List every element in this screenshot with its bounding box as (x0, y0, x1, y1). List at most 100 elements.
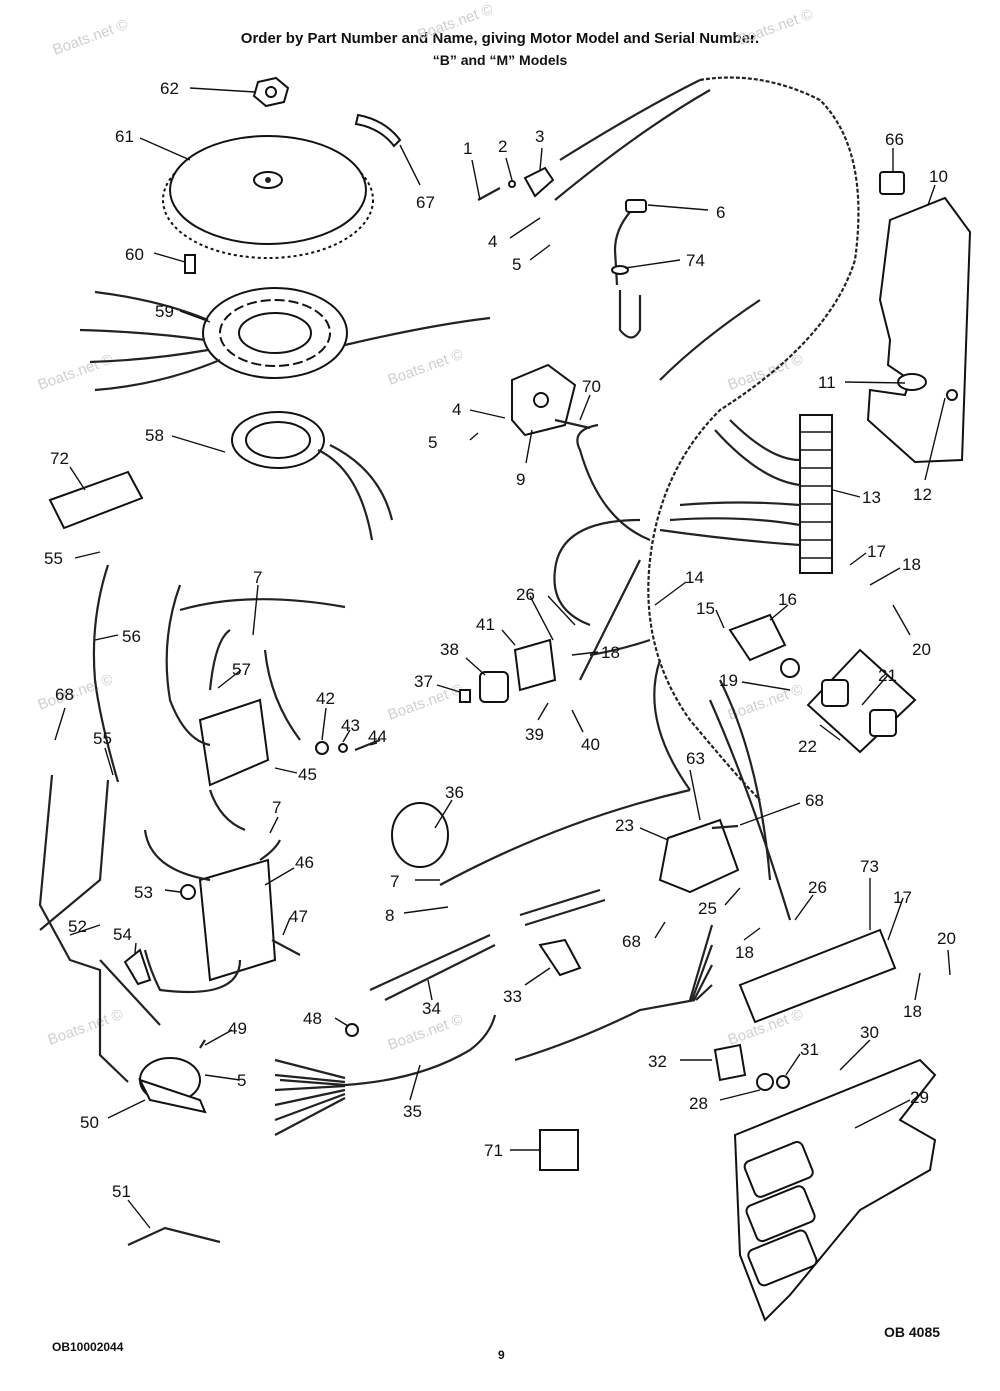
terminal-part (523, 166, 555, 198)
callout-label: 5 (428, 433, 437, 452)
wire-34 (369, 934, 491, 991)
terminal-strip-part (799, 414, 833, 574)
callout-label: 67 (416, 193, 435, 212)
callout-label: 63 (686, 749, 705, 768)
callout-label: 62 (160, 79, 179, 98)
wire-56 (92, 564, 120, 783)
mount-32-part (713, 1043, 747, 1082)
callout-label: 7 (390, 872, 399, 891)
callout-label: 11 (818, 373, 836, 392)
callout-label: 46 (295, 853, 314, 872)
bracket-part (866, 196, 972, 464)
callout-label: 55 (44, 549, 63, 568)
callout-label: 48 (303, 1009, 322, 1028)
callout-label: 52 (68, 917, 87, 936)
part-38 (479, 671, 509, 703)
callout-label: 40 (581, 735, 600, 754)
plate-part (806, 648, 917, 754)
callout-label: 26 (516, 585, 535, 604)
callout-label: 15 (696, 599, 715, 618)
callout-label: 68 (622, 932, 641, 951)
bracket-41-part (513, 638, 557, 692)
screw-part (184, 254, 196, 274)
footer-left-code: OB10002044 (52, 1340, 124, 1354)
key-switch-part (728, 613, 787, 662)
header-subtitle: “B” and “M” Models (432, 52, 568, 68)
callout-label: 71 (484, 1141, 503, 1160)
callout-label: 44 (368, 727, 387, 746)
callout-label: 36 (445, 783, 464, 802)
flywheel-part (162, 135, 374, 259)
callout-label: 17 (867, 542, 886, 561)
callout-label: 39 (525, 725, 544, 744)
callout-label: 26 (808, 878, 827, 897)
callout-label: 72 (50, 449, 69, 468)
screw-part (477, 187, 501, 201)
callout-label: 28 (689, 1094, 708, 1113)
callout-label: 9 (516, 470, 525, 489)
callout-label: 5 (512, 255, 521, 274)
wire-52 (38, 774, 129, 1083)
callout-label: 34 (422, 999, 441, 1018)
terminal-block-part (48, 470, 144, 530)
callout-label: 58 (145, 426, 164, 445)
callout-labels: 62 61 67 1 2 3 66 10 4 6 60 5 74 59 11 1… (44, 79, 956, 1201)
clip-part (879, 171, 905, 195)
watermark: Boats.net © (386, 346, 466, 389)
callout-label: 16 (778, 590, 797, 609)
callout-label: 43 (341, 716, 360, 735)
callout-label: 7 (253, 568, 262, 587)
callout-label: 18 (902, 555, 921, 574)
header-title: Order by Part Number and Name, giving Mo… (240, 30, 760, 47)
callout-label: 20 (937, 929, 956, 948)
wire-6 (613, 211, 631, 286)
callout-label: 19 (719, 671, 738, 690)
callout-label: 59 (155, 302, 174, 321)
callout-label: 31 (800, 1040, 819, 1059)
callout-label: 68 (805, 791, 824, 810)
callout-label: 23 (615, 816, 634, 835)
callout-label: 41 (476, 615, 495, 634)
callout-label: 42 (316, 689, 335, 708)
callout-label: 66 (885, 130, 904, 149)
callout-label: 45 (298, 765, 317, 784)
callout-label: 6 (716, 203, 725, 222)
callout-label: 4 (488, 232, 497, 251)
footer-right-code: OB 4085 (884, 1324, 941, 1340)
watermark: Boats.net © (726, 351, 806, 394)
callout-label: 22 (798, 737, 817, 756)
callout-label: 57 (232, 660, 251, 679)
page-number: 9 (498, 1348, 505, 1362)
callout-label: 68 (55, 685, 74, 704)
stator-part (202, 287, 348, 379)
callout-label: 30 (860, 1023, 879, 1042)
callout-label: 4 (452, 400, 461, 419)
callout-label: 35 (403, 1102, 422, 1121)
callout-label: 1 (463, 139, 472, 158)
callout-label: 7 (272, 798, 281, 817)
callout-label: 18 (903, 1002, 922, 1021)
callout-label: 56 (122, 627, 141, 646)
capacitor-part (391, 802, 449, 868)
callout-label: 49 (228, 1019, 247, 1038)
callout-label: 18 (735, 943, 754, 962)
key-part (354, 113, 402, 148)
callout-label: 51 (112, 1182, 131, 1201)
wire-51 (127, 1226, 221, 1246)
callout-label: 53 (134, 883, 153, 902)
terminal-strip-73-part (738, 928, 897, 1024)
callout-label: 14 (685, 568, 704, 587)
solenoid-part (658, 818, 740, 894)
callout-label: 2 (498, 137, 507, 156)
callout-label: 29 (910, 1088, 929, 1107)
clip-33-part (538, 938, 582, 977)
watermark: Boats.net © (36, 351, 116, 394)
watermark: Boats.net © (416, 1, 496, 44)
label-71-part (539, 1129, 579, 1171)
callout-label: 8 (385, 906, 394, 925)
callout-label: 54 (113, 925, 132, 944)
leader-lines (54, 87, 951, 1229)
callout-label: 61 (115, 127, 134, 146)
callout-label: 32 (648, 1052, 667, 1071)
callout-label: 74 (686, 251, 705, 270)
